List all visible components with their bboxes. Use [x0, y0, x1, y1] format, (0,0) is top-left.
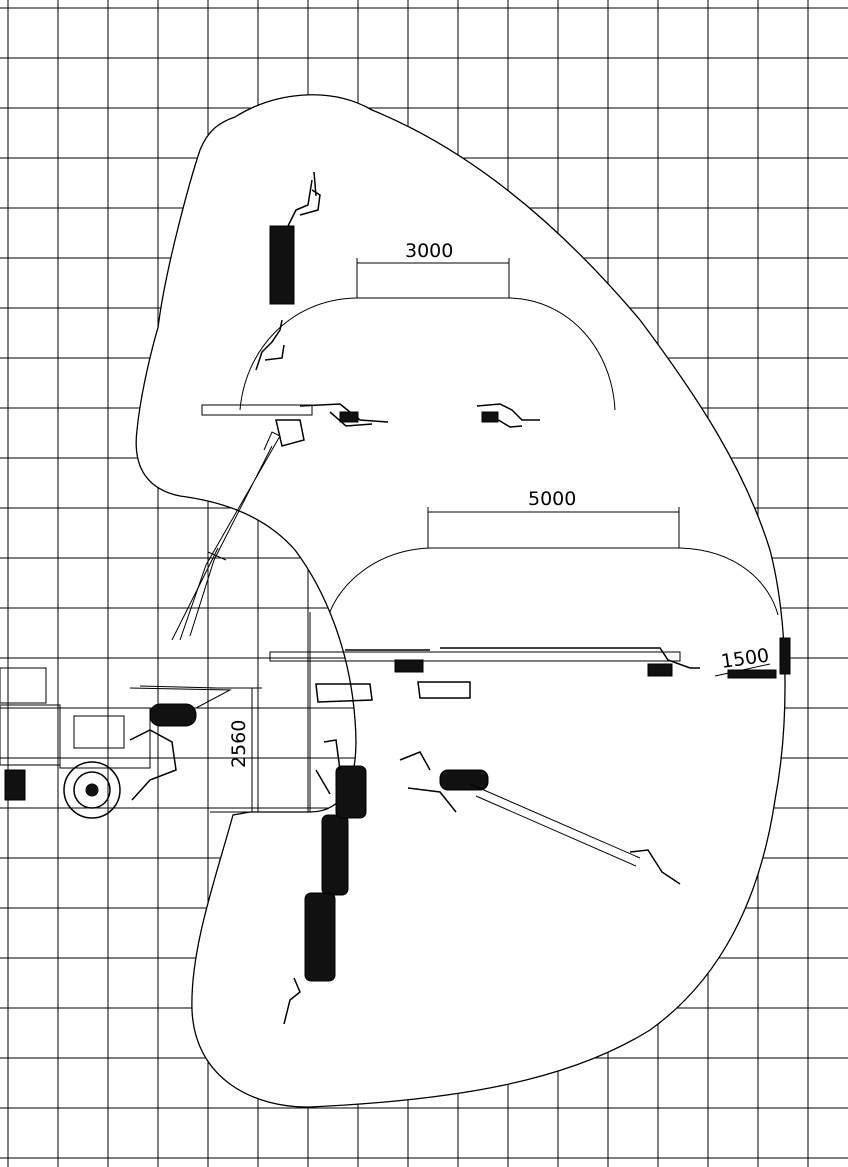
boom-diagonal-lower [399, 751, 681, 885]
boom-top-vertical [269, 171, 321, 305]
reach-arc-5000 [329, 547, 779, 616]
dimension-label-2560: 2560 [228, 720, 250, 768]
coverage-envelope-outline [135, 94, 786, 1108]
dimension-label-3000: 3000 [405, 240, 453, 262]
boom-horizontal-long [269, 637, 791, 703]
boom-small-center [476, 403, 540, 428]
boom-lower-stack [283, 739, 367, 1025]
dimension-5000: 5000 [427, 488, 680, 548]
dimension-2560: 2560 [210, 687, 262, 813]
dimension-label-5000: 5000 [528, 488, 576, 510]
dimension-3000: 3000 [356, 240, 510, 298]
carrier-vehicle [0, 667, 232, 819]
boom-mid-upper [171, 319, 389, 641]
reach-arc-3000 [239, 297, 616, 411]
